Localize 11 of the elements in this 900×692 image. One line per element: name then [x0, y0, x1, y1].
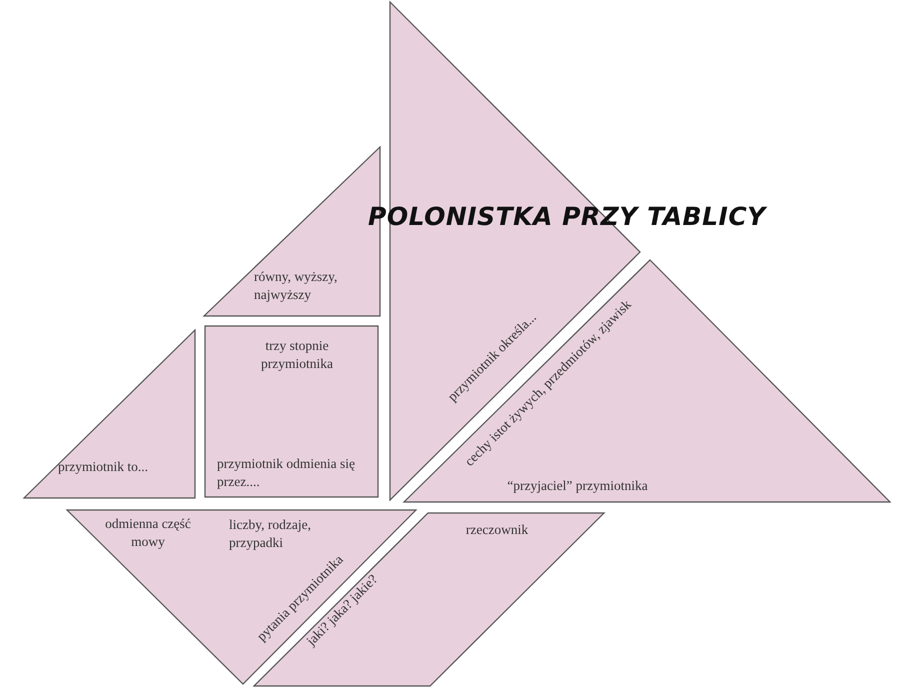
triangle-piece: [67, 510, 416, 684]
square-piece: [205, 326, 378, 497]
triangle-piece: [24, 330, 195, 498]
triangle-piece: [404, 260, 890, 502]
piece-label: trzy stopnie przymiotnika: [260, 337, 334, 372]
piece-label: równy, wyższy, najwyższy: [254, 268, 338, 304]
piece-label: “przyjaciel” przymiotnika: [506, 477, 649, 495]
piece-label: przymiotnik to...: [58, 458, 149, 476]
piece-label: przymiotnik odmienia się przez....: [217, 455, 356, 490]
piece-label: rzeczownik: [464, 521, 530, 539]
piece-label: odmienna część mowy: [104, 515, 192, 550]
